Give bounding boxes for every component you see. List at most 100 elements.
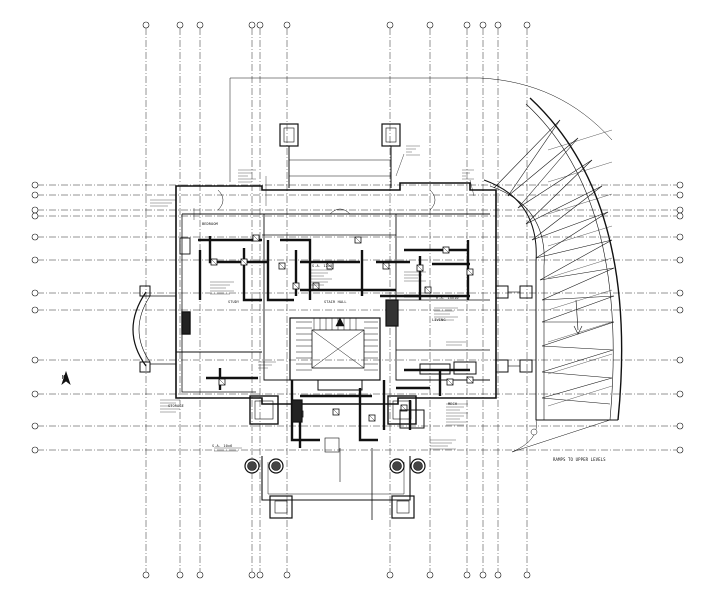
grid-bubble-right bbox=[676, 390, 684, 398]
room-label-bedroom: BEDROOM bbox=[202, 222, 218, 226]
diffuser-cross bbox=[382, 262, 390, 270]
grid-bubble-bottom bbox=[494, 571, 502, 579]
grid-bubble-top bbox=[426, 21, 434, 29]
diffuser-cross bbox=[416, 264, 424, 272]
equipment bbox=[317, 379, 363, 391]
ramp-arrow-head bbox=[573, 325, 583, 335]
diffuser-cross bbox=[424, 286, 432, 294]
equipment bbox=[399, 409, 425, 429]
front-pedestal-inner bbox=[396, 500, 410, 514]
north-arrow-label: N bbox=[62, 375, 66, 381]
grid-bubble-right bbox=[676, 446, 684, 454]
ductwork bbox=[179, 234, 477, 448]
grid-bubble-top bbox=[386, 21, 394, 29]
duct-label-a: S.A. 12x8 bbox=[312, 264, 333, 268]
entrance-pier-inner bbox=[254, 400, 274, 420]
grid-bubble-right bbox=[676, 256, 684, 264]
room-label-mech: MECH bbox=[448, 402, 458, 406]
column bbox=[519, 285, 533, 299]
bay-window-arc-inner bbox=[138, 295, 151, 363]
ramp-zigzag bbox=[525, 185, 603, 225]
diffuser-cross bbox=[326, 262, 334, 270]
ramp-zigzag bbox=[541, 349, 614, 373]
column bbox=[519, 359, 533, 373]
grid-bubble-left bbox=[31, 356, 39, 364]
ramp-tail bbox=[511, 419, 611, 453]
column bbox=[139, 285, 151, 297]
grid-bubble-left bbox=[31, 390, 39, 398]
grid-bubble-top bbox=[142, 21, 150, 29]
diffuser-cross bbox=[466, 376, 474, 384]
door-swing bbox=[329, 208, 351, 215]
ramp-tread bbox=[547, 321, 613, 343]
column-shaft bbox=[271, 461, 281, 471]
equipment bbox=[419, 363, 451, 375]
ramp-zigzag bbox=[539, 239, 613, 281]
tower-pier bbox=[381, 123, 401, 147]
door-swing bbox=[429, 189, 436, 211]
ramp-tread bbox=[547, 129, 613, 151]
ramp-zigzag bbox=[531, 185, 603, 241]
stair-well bbox=[289, 317, 381, 381]
grid-bubble-bottom bbox=[386, 571, 394, 579]
equipment bbox=[181, 311, 191, 335]
duct-run bbox=[208, 236, 268, 264]
ramp-tread bbox=[547, 385, 613, 407]
grid-bubble-bottom bbox=[256, 571, 264, 579]
diffuser-cross bbox=[240, 258, 248, 266]
duct-run bbox=[242, 248, 262, 302]
ramp-marker bbox=[530, 428, 538, 436]
ramp-note: RAMPS TO UPPER LEVELS bbox=[553, 457, 606, 462]
diffuser-cross bbox=[442, 246, 450, 254]
ramp-zigzag bbox=[517, 159, 593, 209]
column-shaft bbox=[247, 461, 257, 471]
ramp-zigzag bbox=[525, 159, 593, 225]
front-porch-inner bbox=[267, 462, 405, 495]
diffuser-cross bbox=[292, 282, 300, 290]
grid-bubble-right bbox=[676, 233, 684, 241]
equipment bbox=[291, 399, 303, 423]
ramp-zigzag bbox=[541, 345, 614, 351]
diffuser-cross bbox=[218, 378, 226, 386]
grid-bubble-left bbox=[31, 233, 39, 241]
ramp-tread bbox=[547, 161, 613, 183]
grid-bubble-bottom bbox=[196, 571, 204, 579]
interior-wall bbox=[395, 214, 490, 381]
grid-bubble-bottom bbox=[283, 571, 291, 579]
grid-lines bbox=[31, 21, 684, 579]
walls bbox=[132, 77, 613, 520]
equipment bbox=[385, 299, 399, 327]
leader-line bbox=[395, 153, 405, 177]
duct-label-c: S.A. 10x6 bbox=[212, 444, 233, 448]
diffuser-cross bbox=[210, 258, 218, 266]
duct-run bbox=[266, 240, 294, 302]
ramp-zigzag bbox=[539, 267, 615, 281]
column bbox=[139, 361, 151, 373]
grid-bubble-bottom bbox=[523, 571, 531, 579]
duct-run bbox=[280, 238, 312, 300]
front-pedestal bbox=[391, 495, 415, 519]
stair-cross bbox=[311, 329, 365, 369]
duct-run bbox=[358, 388, 378, 442]
tower-pier bbox=[279, 123, 299, 147]
grid-bubble-bottom bbox=[248, 571, 256, 579]
front-pedestal-inner bbox=[274, 500, 288, 514]
ramp-tread bbox=[547, 353, 613, 375]
ramp-tread bbox=[547, 225, 613, 247]
door-swing bbox=[217, 189, 224, 211]
ramp-zigzag bbox=[507, 119, 561, 197]
grid-bubble-top bbox=[256, 21, 264, 29]
exterior-wall bbox=[175, 182, 497, 405]
ramp-zigzag bbox=[535, 239, 613, 259]
grid-bubble-left bbox=[31, 422, 39, 430]
grid-bubble-right bbox=[676, 181, 684, 189]
ramp-zigzag bbox=[517, 137, 579, 209]
ramp-zigzag bbox=[541, 371, 613, 379]
entrance-pier bbox=[249, 395, 279, 425]
grid-bubble-left bbox=[31, 206, 39, 214]
diffuser-cross bbox=[368, 414, 376, 422]
roof-outline bbox=[230, 77, 613, 141]
ramp-zigzag bbox=[535, 211, 609, 259]
